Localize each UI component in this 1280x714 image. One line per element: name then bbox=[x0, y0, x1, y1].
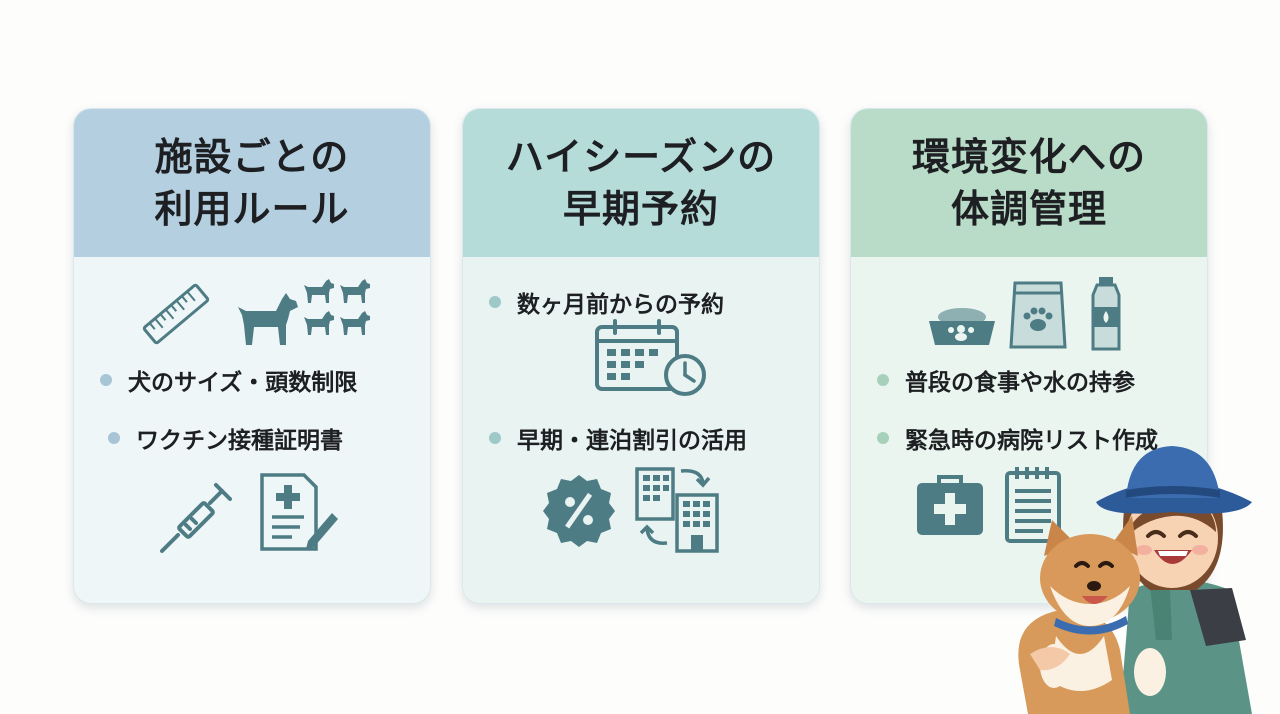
bullet-dot bbox=[489, 432, 501, 444]
bullet-text: 早期・連泊割引の活用 bbox=[517, 428, 747, 454]
card-facility-rules: 施設ごとの 利用ルール bbox=[73, 108, 431, 604]
shiba-dog-icon bbox=[1018, 516, 1166, 714]
card-title: ハイシーズンの 早期予約 bbox=[506, 131, 776, 235]
calendar-clock-icon bbox=[595, 319, 706, 396]
bullet-dog-size: 犬のサイズ・頭数制限 bbox=[100, 363, 357, 397]
food-bag-icon bbox=[1009, 281, 1067, 349]
card-title-line2: 早期予約 bbox=[562, 187, 719, 231]
card-body: 数ヶ月前からの予約 早期・連泊割引の活用 bbox=[463, 257, 819, 603]
water-bottle-icon bbox=[1091, 277, 1121, 351]
card-title-line1: 施設ごとの bbox=[154, 135, 350, 179]
bullet-dot bbox=[877, 374, 889, 386]
card-title-line1: 環境変化への bbox=[911, 135, 1146, 179]
card-title: 環境変化への 体調管理 bbox=[912, 131, 1146, 235]
card-title-line1: ハイシーズンの bbox=[505, 135, 777, 179]
ruler-icon bbox=[142, 283, 210, 345]
bullet-text: 普段の食事や水の持参 bbox=[905, 370, 1135, 396]
bullet-dot bbox=[100, 374, 112, 386]
card-header: ハイシーズンの 早期予約 bbox=[463, 109, 819, 257]
hotel-transfer-icon bbox=[635, 467, 719, 553]
card-header: 環境変化への 体調管理 bbox=[851, 109, 1207, 257]
bullet-months-ahead: 数ヶ月前からの予約 bbox=[489, 285, 724, 319]
card-header: 施設ごとの 利用ルール bbox=[74, 109, 430, 257]
card-body: 犬のサイズ・頭数制限 ワクチン接種証明書 bbox=[74, 257, 430, 603]
card-title-line2: 利用ルール bbox=[154, 187, 350, 231]
bullet-hospital-list: 緊急時の病院リスト作成 bbox=[877, 421, 1158, 455]
bullet-food-water: 普段の食事や水の持参 bbox=[877, 363, 1135, 397]
syringe-icon bbox=[160, 483, 232, 553]
bullet-dot bbox=[489, 296, 501, 308]
woman-hiker-icon bbox=[1096, 446, 1252, 714]
card-early-booking: ハイシーズンの 早期予約 数ヶ月前からの予約 早期・連泊割引の bbox=[462, 108, 820, 604]
bullet-text: 数ヶ月前からの予約 bbox=[517, 292, 724, 318]
bullet-vaccine: ワクチン接種証明書 bbox=[108, 421, 343, 455]
bullet-dot bbox=[877, 432, 889, 444]
dog-food-bowl-icon bbox=[929, 308, 995, 345]
card-title: 施設ごとの 利用ルール bbox=[154, 131, 349, 235]
bullet-text: 緊急時の病院リスト作成 bbox=[905, 428, 1158, 454]
medical-certificate-icon bbox=[260, 473, 338, 551]
bullet-text: 犬のサイズ・頭数制限 bbox=[128, 370, 358, 396]
discount-badge-icon bbox=[543, 475, 615, 547]
checklist-icon bbox=[1005, 467, 1061, 543]
dog-icon bbox=[238, 293, 298, 345]
first-aid-kit-icon bbox=[917, 475, 983, 535]
woman-with-shiba-illustration bbox=[1018, 446, 1252, 714]
bullet-text: ワクチン接種証明書 bbox=[136, 428, 343, 454]
bullet-dot bbox=[108, 432, 120, 444]
dogs-group-icon bbox=[304, 279, 370, 335]
card-title-line2: 体調管理 bbox=[950, 187, 1107, 231]
bullet-discount: 早期・連泊割引の活用 bbox=[489, 421, 747, 455]
